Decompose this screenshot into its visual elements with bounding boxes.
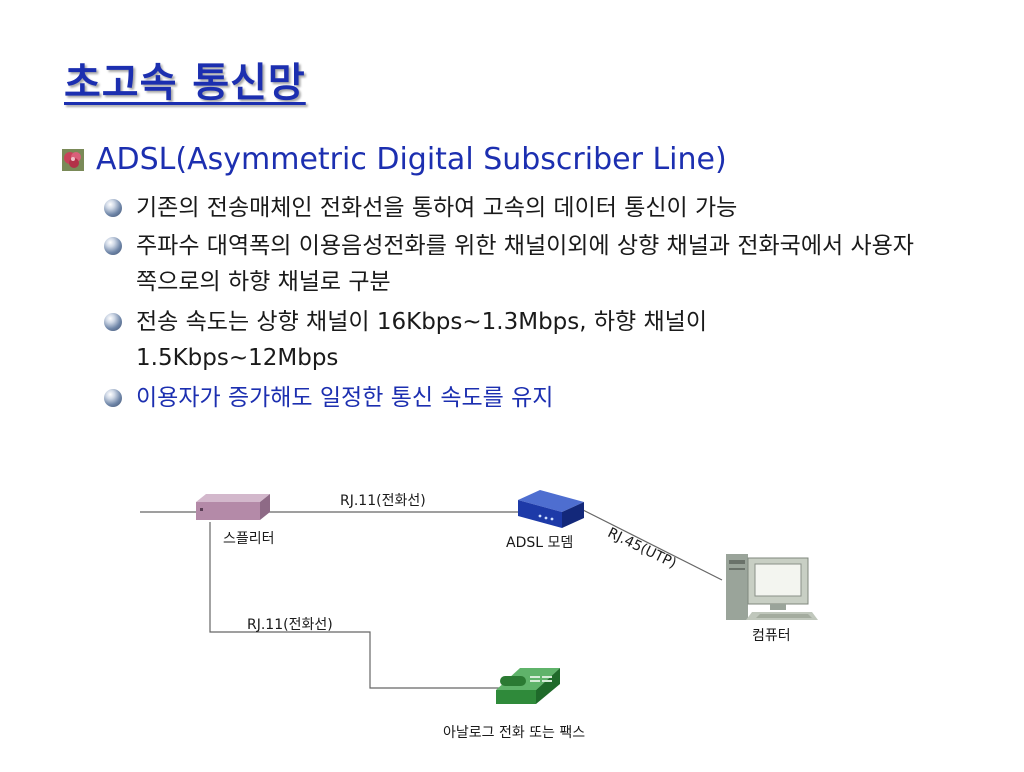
adsl-connection-lines	[140, 490, 818, 704]
bullet-text: 전송 속도는 상향 채널이 16Kbps∼1.3Mbps, 하향 채널이 1.5…	[136, 309, 707, 371]
bullet-item-3: 전송 속도는 상향 채널이 16Kbps∼1.3Mbps, 하향 채널이 1.5…	[104, 304, 984, 376]
phone-label: 아날로그 전화 또는 팩스	[443, 725, 586, 741]
bullet-text: 이용자가 증가해도 일정한 통신 속도를 유지	[136, 385, 554, 411]
orb-bullet-icon	[104, 199, 122, 217]
line-bottom-label: RJ.11(전화선)	[247, 617, 333, 633]
orb-bullet-icon	[104, 237, 122, 255]
adsl-modem-icon	[518, 490, 584, 528]
heading-adsl: ADSL(Asymmetric Digital Subscriber Line)	[62, 142, 727, 177]
computer-icon	[726, 554, 818, 620]
computer-label: 컴퓨터	[752, 628, 791, 644]
bullet-text: 주파수 대역폭의 이용음성전화를 위한 채널이외에 상향 채널과 전화국에서 사…	[136, 233, 914, 295]
heading-text: ADSL(Asymmetric Digital Subscriber Line)	[96, 142, 727, 177]
splitter-label: 스플리터	[223, 531, 275, 547]
bullet-item-1: 기존의 전송매체인 전화선을 통하여 고속의 데이터 통신이 가능	[104, 190, 984, 226]
slide-title: 초고속 통신망	[64, 60, 306, 106]
orb-bullet-icon	[104, 389, 122, 407]
orb-bullet-icon	[104, 313, 122, 331]
line-top-label: RJ.11(전화선)	[340, 493, 426, 509]
bullet-text: 기존의 전송매체인 전화선을 통하여 고속의 데이터 통신이 가능	[136, 195, 738, 221]
splitter-icon	[196, 494, 270, 520]
modem-label: ADSL 모뎀	[506, 535, 574, 551]
bullet-item-4: 이용자가 증가해도 일정한 통신 속도를 유지	[104, 380, 984, 416]
flower-bullet-icon	[62, 148, 84, 171]
bullet-item-2: 주파수 대역폭의 이용음성전화를 위한 채널이외에 상향 채널과 전화국에서 사…	[104, 228, 984, 300]
adsl-diagram: RJ.11(전화선) 스플리터 ADSL 모뎀 RJ.45(UTP) 컴퓨터 R…	[0, 470, 1024, 768]
analog-phone-icon	[496, 668, 560, 704]
